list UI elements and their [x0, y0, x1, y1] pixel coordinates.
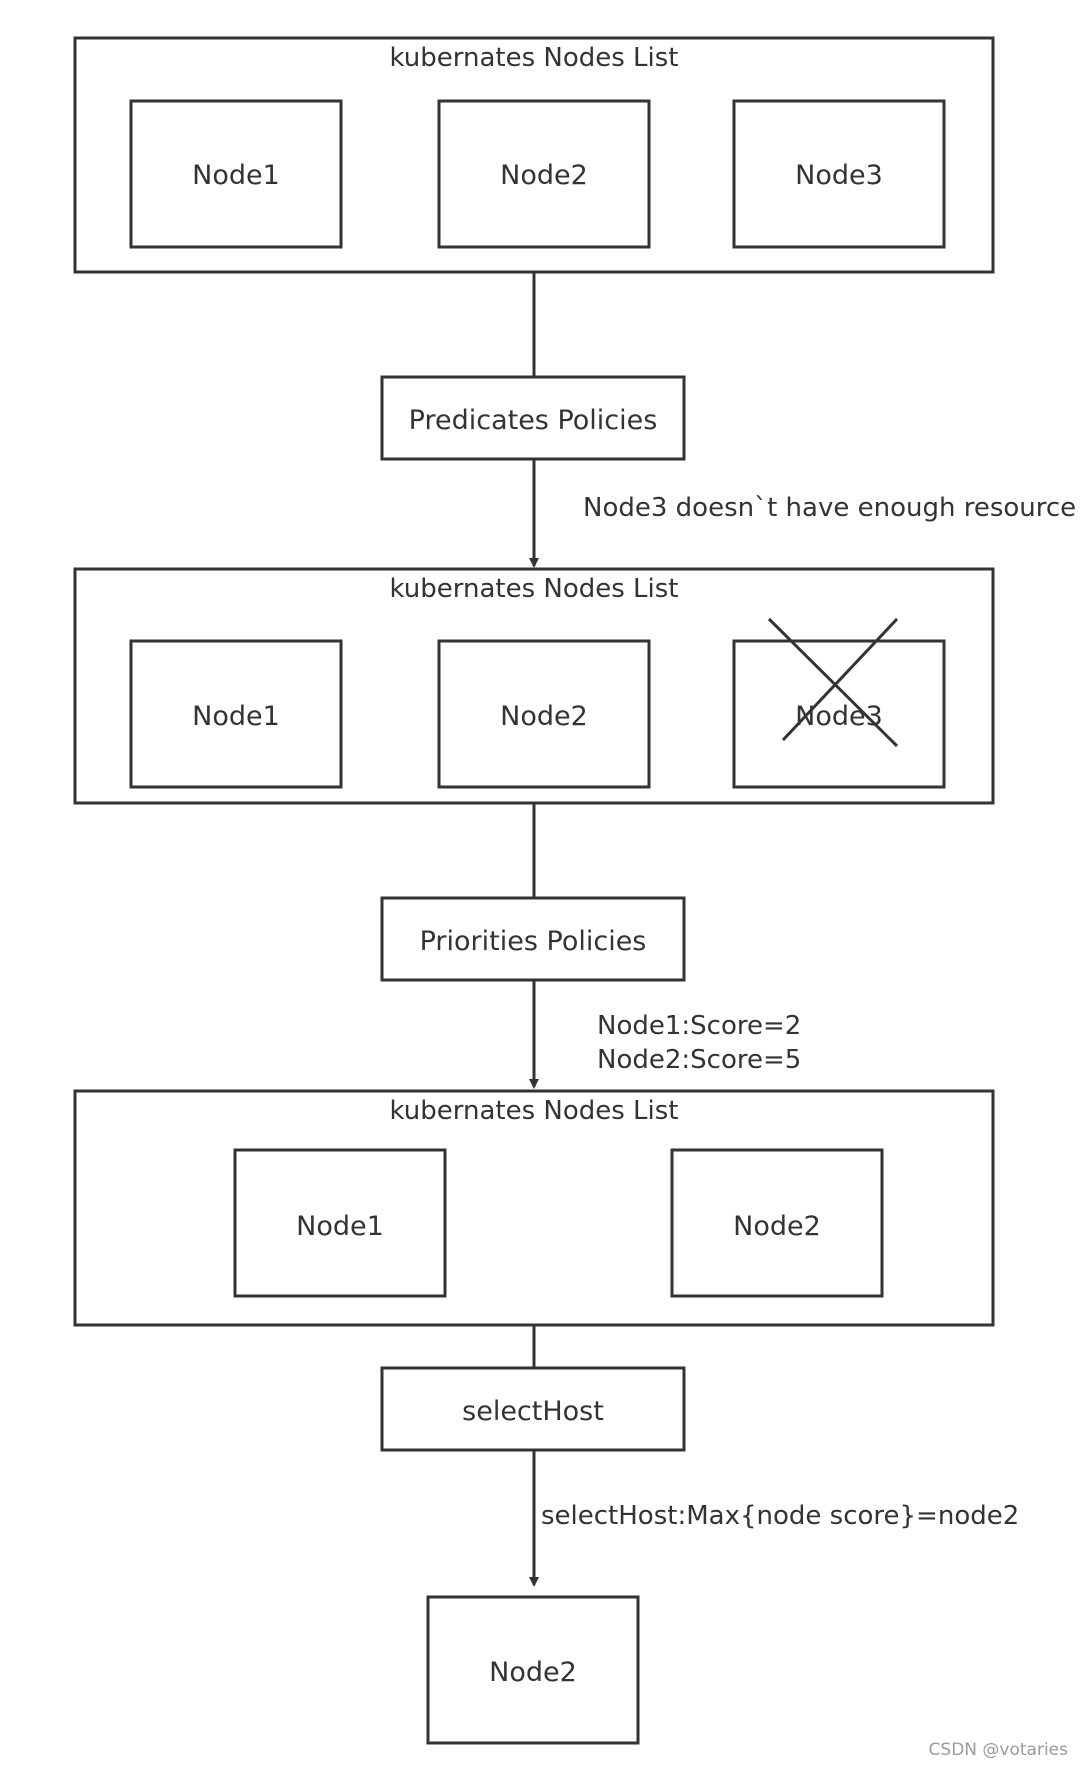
eliminated-cross-icon: [767, 617, 899, 748]
node-box-2-node3-eliminated: [732, 639, 946, 789]
final-node-box: [426, 1595, 640, 1745]
predicates-policies-box: [380, 375, 686, 461]
predicates-policies-label: Predicates Policies: [409, 405, 658, 436]
priorities-score-node1: Node1:Score=2: [597, 1011, 801, 1041]
select-host-box: [380, 1366, 686, 1452]
select-host-result-annotation: selectHost:Max{node score}=node2: [541, 1501, 1019, 1531]
node-label-2-node1: Node1: [192, 701, 280, 732]
node-box-1-node3: [732, 99, 946, 249]
csdn-watermark: CSDN @votaries: [928, 1740, 1068, 1760]
node-box-2-node1: [129, 639, 343, 789]
node-box-1-node2: [437, 99, 651, 249]
nodes-list-title-3: kubernates Nodes List: [390, 1096, 679, 1126]
node-box-1-node1: [129, 99, 343, 249]
priorities-policies-box: [380, 896, 686, 982]
priorities-policies-label: Priorities Policies: [420, 926, 647, 957]
nodes-list-title-2: kubernates Nodes List: [390, 574, 679, 604]
node-label-1-node1: Node1: [192, 160, 280, 191]
node-box-3-node2: [670, 1148, 884, 1298]
node-box-2-node2: [437, 639, 651, 789]
node-label-2-node2: Node2: [500, 701, 588, 732]
node-label-1-node2: Node2: [500, 160, 588, 191]
node-box-3-node1: [233, 1148, 447, 1298]
nodes-list-title-1: kubernates Nodes List: [390, 43, 679, 73]
node-label-3-node2: Node2: [733, 1211, 821, 1242]
node-label-2-node3-eliminated: Node3: [795, 701, 883, 732]
predicates-result-annotation: Node3 doesn`t have enough resource: [583, 493, 1076, 523]
node-label-1-node3: Node3: [795, 160, 883, 191]
select-host-label: selectHost: [462, 1396, 604, 1427]
priorities-score-node2: Node2:Score=5: [597, 1045, 801, 1075]
final-node-label: Node2: [489, 1657, 577, 1688]
node-label-3-node1: Node1: [296, 1211, 384, 1242]
